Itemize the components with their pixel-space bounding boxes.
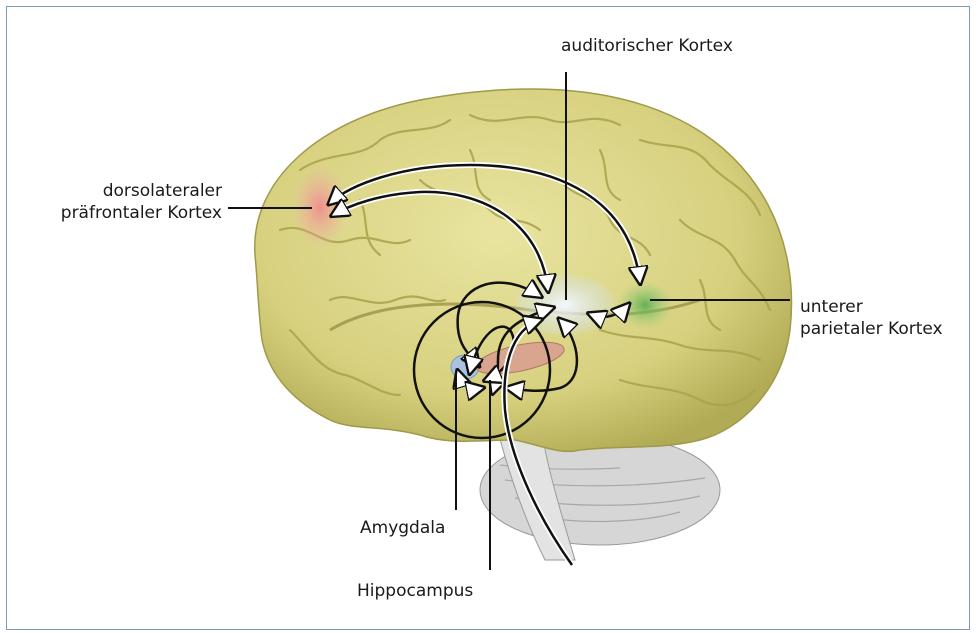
label-parietal-cortex: unterer parietaler Kortex <box>800 296 943 340</box>
label-hippocampus: Hippocampus <box>357 580 473 602</box>
brain-cortex <box>255 89 792 451</box>
label-auditory-cortex: auditorischer Kortex <box>561 35 733 57</box>
label-dlpfc: dorsolateraler präfrontaler Kortex <box>20 180 222 224</box>
label-amygdala: Amygdala <box>360 517 445 539</box>
parietal-region <box>617 281 673 329</box>
